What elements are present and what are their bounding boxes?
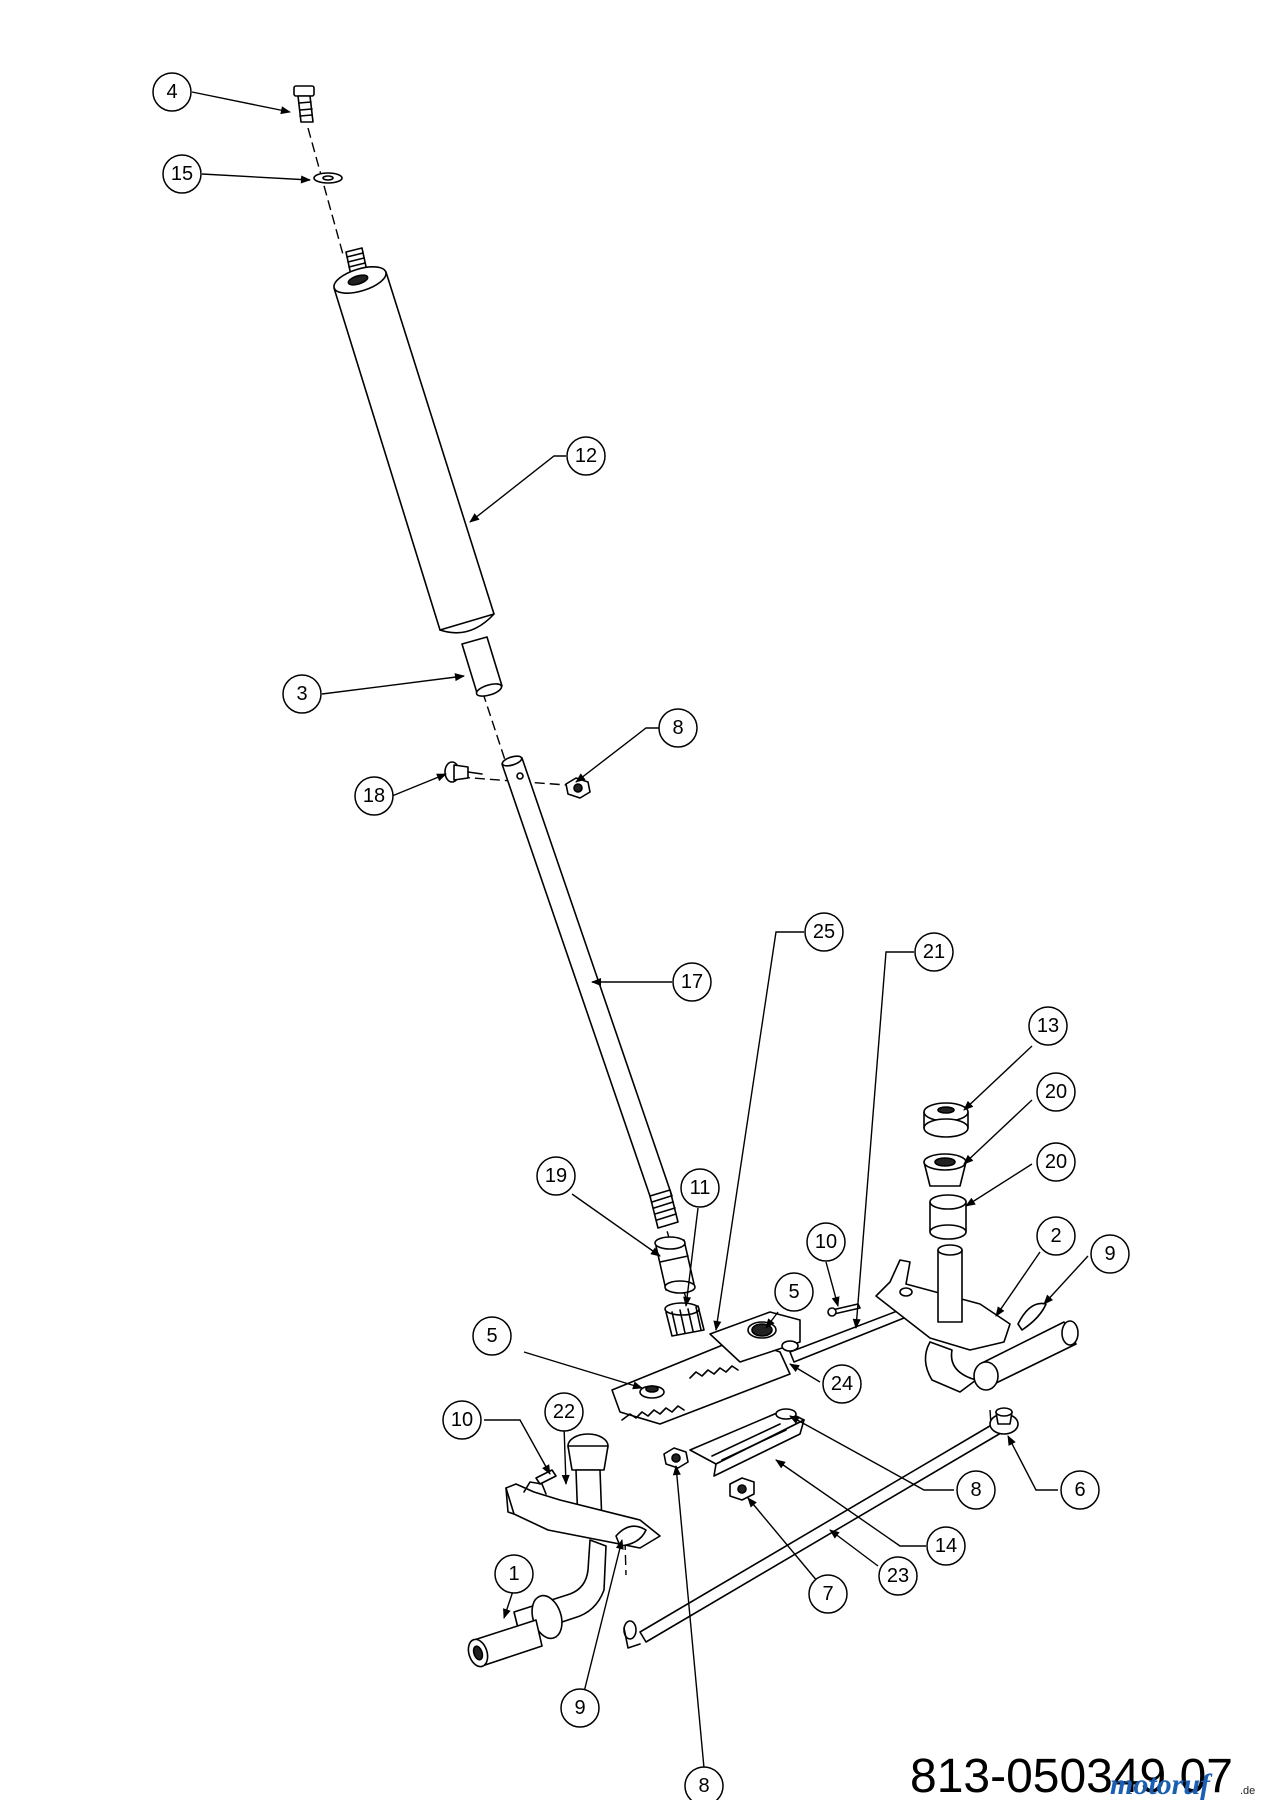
coupler-part-19 (654, 1236, 696, 1294)
callout-2: 2 (1036, 1216, 1076, 1256)
svg-text:22: 22 (553, 1401, 575, 1423)
bushing-part-20-upper (923, 1153, 967, 1187)
svg-text:24: 24 (831, 1373, 853, 1395)
svg-text:8: 8 (970, 1479, 981, 1501)
svg-text:6: 6 (1074, 1479, 1085, 1501)
bushing-part-5-upper (751, 1323, 773, 1337)
watermark-text: motoruf (1110, 1768, 1213, 1800)
callout-20-upper: 20 (1036, 1072, 1076, 1112)
svg-text:18: 18 (363, 785, 385, 807)
bolt-part-4 (293, 85, 315, 123)
steering-tube-cover-part-12 (333, 247, 495, 634)
svg-text:1: 1 (508, 1563, 519, 1585)
svg-text:20: 20 (1045, 1151, 1067, 1173)
callout-25: 25 (804, 912, 844, 952)
diagram-code: 813-050349 07 (910, 1750, 1233, 1800)
right-axle (924, 1320, 1079, 1393)
svg-text:7: 7 (822, 1583, 833, 1605)
svg-text:3: 3 (296, 683, 307, 705)
callout-12: 12 (566, 436, 606, 476)
callout-1: 1 (494, 1554, 534, 1594)
callout-10-upper: 10 (806, 1222, 846, 1262)
callout-4: 4 (152, 72, 192, 112)
gear-sector-part-14 (689, 1408, 805, 1477)
callout-21: 21 (914, 932, 954, 972)
callout-10-lower: 10 (442, 1400, 482, 1440)
motoruf-watermark: motoruf .de (1110, 1768, 1255, 1800)
callout-5-upper: 5 (774, 1272, 814, 1312)
washer-part-15 (313, 172, 343, 184)
svg-text:12: 12 (575, 445, 597, 467)
callout-6: 6 (1060, 1470, 1100, 1510)
callout-7: 7 (808, 1574, 848, 1614)
leader-lines (191, 91, 1089, 1769)
svg-text:20: 20 (1045, 1081, 1067, 1103)
cotter-pin-part-10-upper (827, 1303, 861, 1317)
callout-19: 19 (536, 1156, 576, 1196)
callout-3: 3 (282, 674, 322, 714)
callout-23: 23 (878, 1556, 918, 1596)
left-axle-part-1 (467, 1539, 607, 1668)
nut-part-7 (729, 1477, 755, 1501)
bushing-part-5-lower (639, 1385, 665, 1399)
bushing-part-20-lower (929, 1194, 967, 1240)
callout-13: 13 (1028, 1006, 1068, 1046)
svg-text:13: 13 (1037, 1015, 1059, 1037)
svg-text:21: 21 (923, 941, 945, 963)
callout-14: 14 (926, 1526, 966, 1566)
centerlines (307, 127, 993, 1576)
svg-text:5: 5 (486, 1325, 497, 1347)
svg-text:25: 25 (813, 921, 835, 943)
pinion-gear-part-11 (664, 1302, 705, 1337)
svg-text:11: 11 (690, 1177, 711, 1199)
right-spindle-column (937, 1244, 963, 1323)
callout-11: 11 (680, 1168, 720, 1208)
callout-9-lower: 9 (560, 1688, 600, 1728)
tie-rod-part-21 (789, 1309, 905, 1363)
callout-24: 24 (822, 1364, 862, 1404)
callout-5-lower: 5 (472, 1316, 512, 1356)
svg-text:8: 8 (698, 1775, 709, 1797)
callout-22: 22 (544, 1392, 584, 1432)
shaft-sleeve-part-3 (461, 636, 503, 697)
callout-17: 17 (672, 962, 712, 1002)
callout-9-upper: 9 (1090, 1234, 1130, 1274)
svg-text:10: 10 (815, 1231, 837, 1253)
shoulder-bolt-part-18 (444, 761, 483, 783)
svg-text:14: 14 (935, 1535, 957, 1557)
svg-text:5: 5 (788, 1281, 799, 1303)
callout-18: 18 (354, 776, 394, 816)
ball-joint-part-6 (989, 1407, 1019, 1435)
callout-20-lower: 20 (1036, 1142, 1076, 1182)
steering-shaft-part-17 (501, 755, 679, 1229)
callout-15: 15 (162, 154, 202, 194)
svg-text:2: 2 (1050, 1225, 1061, 1247)
svg-text:10: 10 (451, 1409, 473, 1431)
clip-part-9-upper (1017, 1302, 1047, 1331)
svg-text:19: 19 (545, 1165, 567, 1187)
watermark-suffix: .de (1240, 1785, 1255, 1797)
svg-text:17: 17 (681, 971, 703, 993)
svg-text:8: 8 (672, 717, 683, 739)
cotter-pin-part-10-lower (535, 1469, 557, 1485)
svg-text:9: 9 (574, 1697, 585, 1719)
cap-part-13 (923, 1102, 969, 1138)
callout-8-lower: 8 (684, 1766, 724, 1800)
nut-part-8-middle (663, 1447, 689, 1469)
svg-text:9: 9 (1104, 1243, 1115, 1265)
svg-text:4: 4 (166, 81, 177, 103)
svg-text:15: 15 (171, 163, 193, 185)
svg-text:23: 23 (887, 1565, 909, 1587)
callout-8-middle: 8 (956, 1470, 996, 1510)
callout-8-upper: 8 (658, 708, 698, 748)
